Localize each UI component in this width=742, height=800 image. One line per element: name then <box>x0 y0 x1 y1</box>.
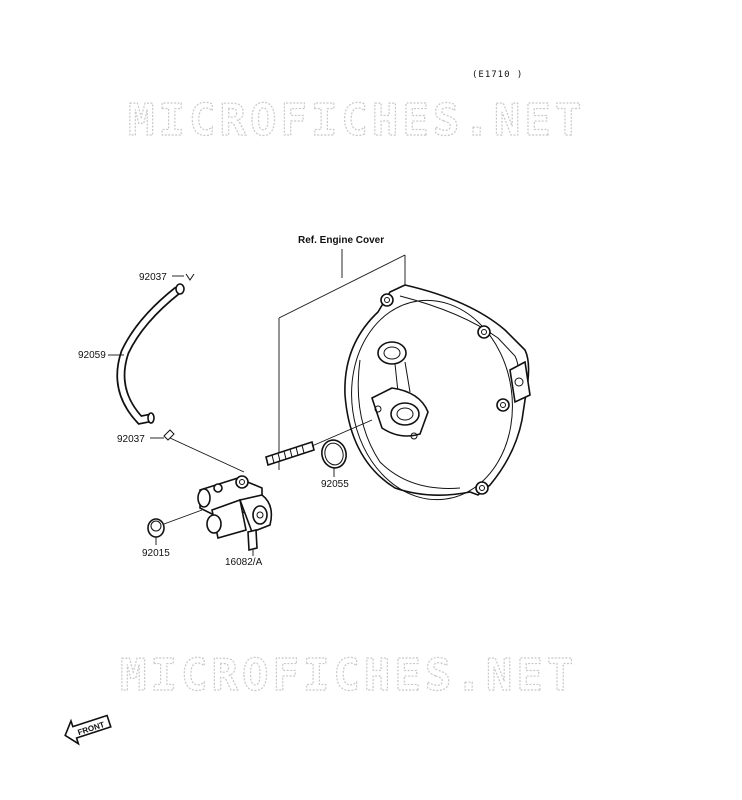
part-label-92055: 92055 <box>321 479 349 490</box>
engine-cover-part <box>344 284 531 501</box>
front-arrow-icon: FRONT <box>64 714 112 746</box>
watermark-bottom: MICROFICHES.NET <box>120 650 577 701</box>
stud-part <box>265 419 373 467</box>
part-label-92059: 92059 <box>78 350 106 361</box>
part-label-16082: 16082/A <box>225 557 263 568</box>
clip-bottom-part <box>150 429 245 473</box>
hose-part <box>116 283 185 425</box>
ref-engine-cover-label: Ref. Engine Cover <box>298 235 384 246</box>
part-label-92037-top: 92037 <box>139 272 167 283</box>
diagram-code: (E1710 ) <box>472 70 523 80</box>
o-ring-part <box>321 439 347 477</box>
watermark-top: MICROFICHES.NET <box>128 95 585 146</box>
part-label-92015: 92015 <box>142 548 170 559</box>
part-label-92037-bottom: 92037 <box>117 434 145 445</box>
oil-pump-part <box>197 475 273 556</box>
plug-part <box>147 509 203 545</box>
ref-bracket <box>278 249 406 470</box>
clip-top-part <box>172 273 195 281</box>
